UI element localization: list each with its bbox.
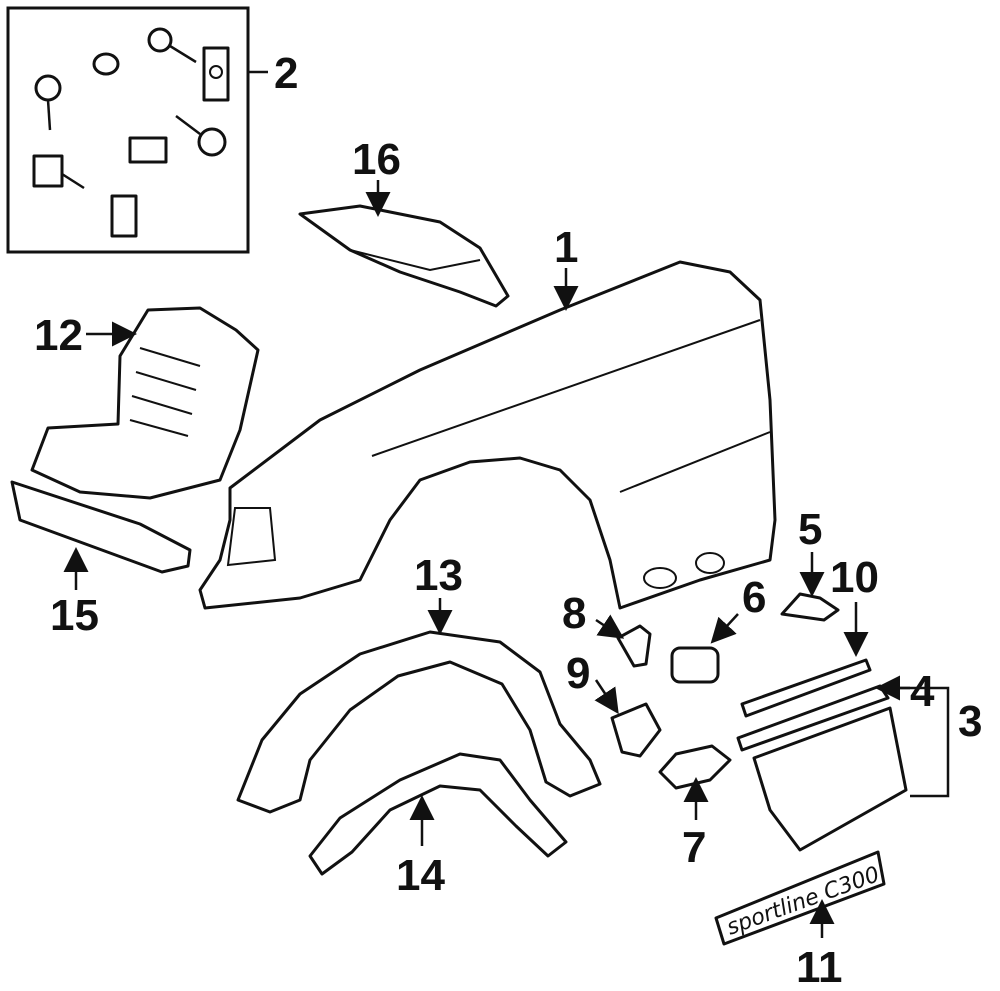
push-pin-8 — [616, 624, 652, 668]
callout-6: 6 — [742, 573, 766, 622]
callout-14: 14 — [396, 851, 445, 900]
callout-2: 2 — [274, 49, 298, 98]
callout-12: 12 — [34, 311, 83, 360]
callout-9: 9 — [566, 649, 590, 698]
leader-8 — [595, 614, 625, 639]
callout-11: 11 — [796, 943, 843, 991]
clip-5 — [780, 592, 840, 622]
callout-labels: 1 2 3 4 5 6 7 8 9 10 11 12 13 14 15 16 — [34, 49, 982, 991]
hardware-kit-box — [6, 6, 250, 254]
wheel-arch-reinforcement — [308, 752, 568, 876]
callout-15: 15 — [50, 591, 99, 640]
retainer-icon — [110, 194, 138, 238]
speed-nut-icon — [128, 136, 168, 164]
molding-strip-10 — [740, 658, 872, 718]
callout-16: 16 — [352, 135, 401, 184]
emblem-text: sportline C300 — [724, 862, 883, 940]
nut-screw-icon — [32, 154, 85, 190]
callout-8: 8 — [562, 589, 586, 638]
retainer-7 — [658, 744, 732, 790]
callout-1: 1 — [554, 223, 578, 272]
grommet-icon — [92, 52, 120, 76]
front-lower-trim-bar — [10, 480, 192, 574]
callout-4: 4 — [910, 667, 935, 716]
bracket-9 — [610, 702, 662, 758]
callout-10: 10 — [830, 553, 879, 602]
clip-plate-icon — [202, 46, 230, 102]
headlamp-housing-shield — [30, 306, 260, 500]
wheel-housing-liner — [236, 630, 602, 814]
fender-panel — [198, 260, 777, 610]
leader-9 — [594, 679, 619, 715]
screw-icon — [147, 27, 197, 64]
grommet-6 — [670, 646, 720, 684]
bolt-icon — [34, 74, 62, 131]
leader-6 — [710, 613, 739, 644]
tapping-screw-icon — [175, 115, 227, 157]
callout-5: 5 — [798, 505, 822, 554]
side-molding-panel-3 — [752, 706, 908, 852]
sportline-emblem: sportline C300 — [714, 850, 886, 946]
callout-7: 7 — [682, 823, 706, 872]
leader-lines — [63, 70, 950, 938]
upper-splash-shield — [298, 204, 510, 308]
callout-13: 13 — [414, 551, 463, 600]
callout-3: 3 — [958, 697, 982, 746]
